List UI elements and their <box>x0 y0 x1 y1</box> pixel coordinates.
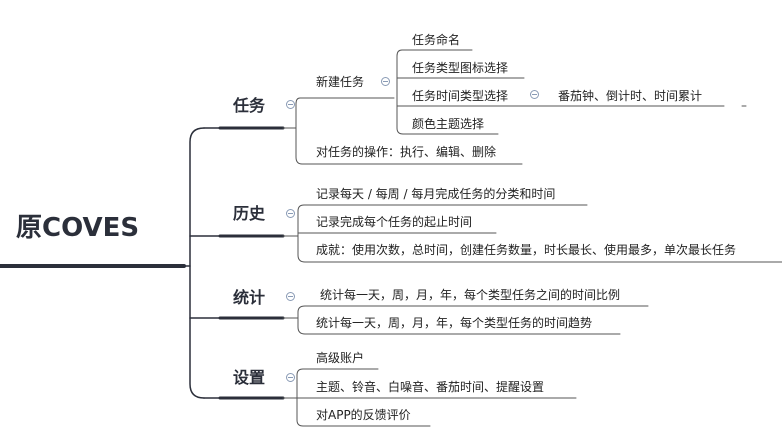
branch-history[interactable]: 历史 <box>233 204 266 223</box>
node-task-operations[interactable]: 对任务的操作：执行、编辑、删除 <box>316 145 497 159</box>
collapse-toggle-icon[interactable] <box>286 100 295 109</box>
node-color-theme[interactable]: 颜色主题选择 <box>412 117 485 131</box>
node-history-achievements[interactable]: 成就：使用次数，总时间，创建任务数量，时长最长、使用最多，单次最长任务 <box>316 243 737 257</box>
collapse-toggle-icon[interactable] <box>381 77 390 86</box>
node-theme-settings[interactable]: 主题、铃音、白噪音、番茄时间、提醒设置 <box>316 380 545 394</box>
branch-settings[interactable]: 设置 <box>233 368 266 387</box>
node-stats-trend[interactable]: 统计每一天，周，月，年，每个类型任务的时间趋势 <box>316 316 593 330</box>
branch-task[interactable]: 任务 <box>233 96 266 115</box>
node-history-startend[interactable]: 记录完成每个任务的起止时间 <box>316 215 473 229</box>
node-premium-account[interactable]: 高级账户 <box>316 351 365 365</box>
collapse-toggle-icon[interactable] <box>286 209 295 218</box>
node-stats-ratio[interactable]: 统计每一天，周，月，年，每个类型任务之间的时间比例 <box>320 288 621 302</box>
collapse-toggle-icon[interactable] <box>530 90 539 99</box>
root-topic[interactable]: 原COVES <box>16 213 140 243</box>
node-history-daily[interactable]: 记录每天 / 每周 / 每月完成任务的分类和时间 <box>316 187 556 201</box>
node-task-time-type[interactable]: 任务时间类型选择 <box>412 89 509 103</box>
node-task-icon-select[interactable]: 任务类型图标选择 <box>412 61 509 75</box>
node-task-naming[interactable]: 任务命名 <box>412 33 461 47</box>
collapse-toggle-icon[interactable] <box>286 373 295 382</box>
node-time-modes[interactable]: 番茄钟、倒计时、时间累计 <box>558 89 703 103</box>
collapse-toggle-icon[interactable] <box>286 292 295 301</box>
node-app-feedback[interactable]: 对APP的反馈评价 <box>316 408 411 422</box>
branch-stats[interactable]: 统计 <box>233 288 266 307</box>
node-new-task[interactable]: 新建任务 <box>316 75 365 89</box>
